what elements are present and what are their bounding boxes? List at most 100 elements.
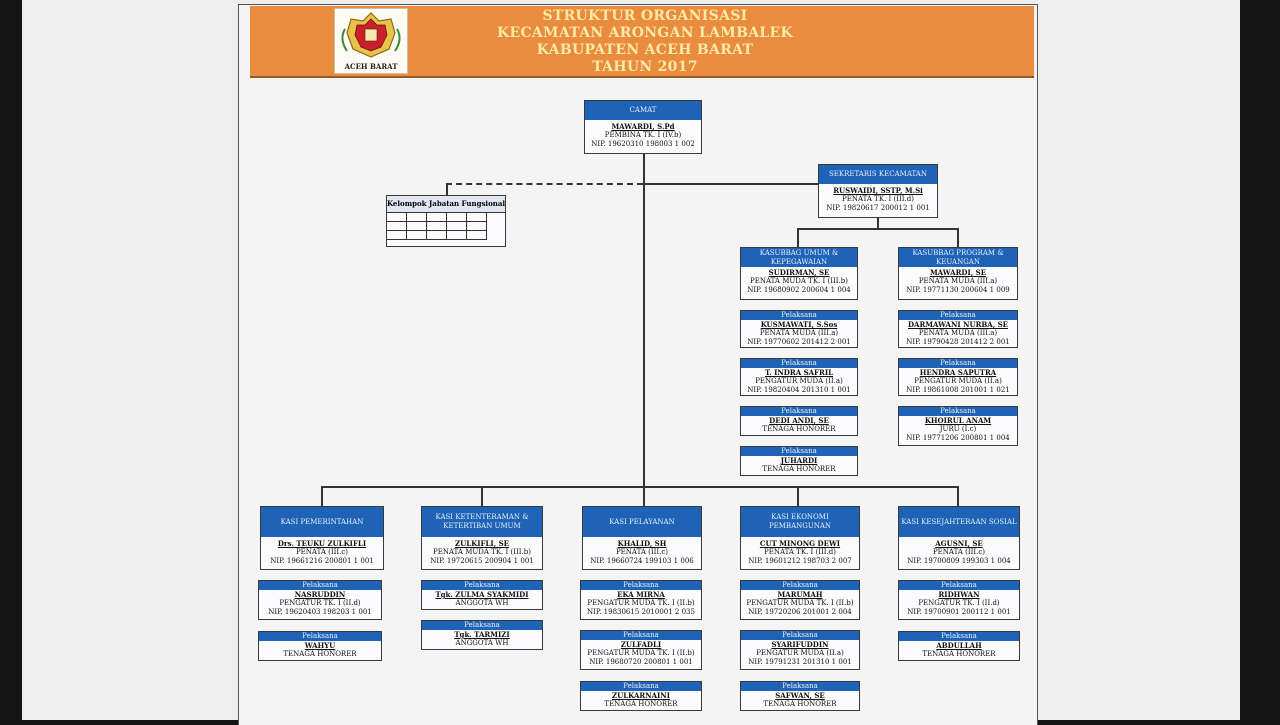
person-name: ABDULLAH (936, 641, 982, 650)
box-title: KASI PEMERINTAHAN (261, 507, 383, 537)
person-rank: TENAGA HONORER (922, 650, 996, 658)
person-rank: PENGATUR MUDA (II.a) (756, 649, 844, 657)
person-name: DEDI ANDI, SE (769, 416, 829, 425)
person-nip: NIP. 19680720 200801 1 001 (589, 658, 693, 666)
person-rank: PENATA MUDA TK. I (III.b) (433, 548, 531, 556)
person-nip: NIP. 19660724 199103 1 006 (590, 557, 694, 565)
box-title: Pelaksana (741, 682, 859, 691)
box-title: KASUBBAG UMUM & KEPEGAWAIAN (741, 248, 857, 267)
title-line-3: KABUPATEN ACEH BARAT (536, 42, 754, 58)
box-title: Pelaksana (581, 631, 701, 640)
connector-sek-down (877, 217, 879, 229)
person-name: DARMAWANI NURBA, SE (907, 320, 1009, 329)
box-staff-kasi1-2: Pelaksana WAHYU TENAGA HONORER (258, 631, 382, 661)
person-rank: TENAGA HONORER (762, 465, 836, 473)
person-nip: NIP. 19830615 2010001 2 035 (587, 608, 695, 616)
box-staff-kasi2-1: Pelaksana Tgk. ZULMA SYAKMIDI ANGGOTA WH (421, 580, 543, 610)
box-staff-prog-2: Pelaksana HENDRA SAPUTRA PENGATUR MUDA (… (898, 358, 1018, 396)
person-rank: PENATA MUDA (III.a) (918, 277, 998, 285)
box-title: Pelaksana (741, 311, 857, 320)
box-title: Pelaksana (741, 407, 857, 416)
person-name: RIDHWAN (938, 590, 980, 599)
person-rank: PENGATUR MUDA TK. I (II.b) (587, 599, 695, 607)
person-nip: NIP. 19771130 200604 1 009 (906, 286, 1010, 294)
person-rank: PENATA (III.c) (295, 548, 349, 556)
box-fungsional: Kelompok Jabatan Fungsional (386, 195, 506, 247)
person-nip: NIP. 19700901 200112 1 001 (907, 608, 1011, 616)
box-kasi-ekonomi: KASI EKONOMI PEMBANGUNAN CUT MINONG DEWI… (740, 506, 860, 570)
aceh-barat-logo: ACEH BARAT (334, 8, 408, 74)
box-title: Pelaksana (741, 447, 857, 456)
connector-main-vertical (643, 153, 645, 487)
person-rank: PEMBINA TK. I (IV.b) (604, 131, 682, 139)
connector-kasi-4 (797, 486, 799, 506)
person-name: JUHARDI (780, 456, 818, 465)
fungsional-grid (387, 213, 505, 247)
person-name: SAFWAN, SE (775, 691, 825, 700)
box-title: KASI EKONOMI PEMBANGUNAN (741, 507, 859, 537)
box-title: KASI KETENTERAMAN & KETERTIBAN UMUM (422, 507, 542, 537)
connector-umum-v (797, 228, 799, 248)
box-title: Pelaksana (899, 581, 1019, 590)
box-title: KASI PELAYANAN (583, 507, 701, 537)
person-name: MARUMAH (777, 590, 823, 599)
person-nip: NIP. 19861008 201001 1 021 (906, 386, 1010, 394)
person-rank: PENATA TK. I (III.d) (842, 195, 914, 203)
box-title: KASI KESEJAHTERAAN SOSIAL (899, 507, 1019, 537)
box-staff-kasi3-2: Pelaksana ZULFADLI PENGATUR MUDA TK. I (… (580, 630, 702, 670)
person-name: NASRUDDIN (294, 590, 346, 599)
person-name: RUSWAIDI, SSTP, M.Si (833, 186, 923, 195)
box-staff-umum-3: Pelaksana DEDI ANDI, SE TENAGA HONORER (740, 406, 858, 436)
person-name: Tgk. ZULMA SYAKMIDI (435, 590, 529, 599)
person-name: SUDIRMAN, SE (768, 268, 830, 277)
person-rank: PENATA MUDA (III.a) (918, 329, 998, 337)
connector-fungsional-h (446, 183, 643, 185)
box-title: Pelaksana (899, 407, 1017, 416)
connector-subbag-h (797, 228, 959, 230)
person-rank: PENGATUR MUDA TK. I (II.b) (587, 649, 695, 657)
box-title: Pelaksana (422, 581, 542, 590)
connector-prog-v (957, 228, 959, 248)
person-rank: PENGATUR TK. I (II.d) (918, 599, 1000, 607)
box-sekretaris: SEKRETARIS KECAMATAN RUSWAIDI, SSTP, M.S… (818, 164, 938, 218)
box-staff-kasi3-1: Pelaksana EKA MIRNA PENGATUR MUDA TK. I … (580, 580, 702, 620)
person-nip: NIP. 19601212 198703 2 007 (748, 557, 852, 565)
person-nip: NIP. 19620310 198003 1 002 (591, 140, 695, 148)
person-rank: PENGATUR MUDA TK. I (II.b) (746, 599, 854, 607)
title-line-2: KECAMATAN ARONGAN LAMBALEK (497, 25, 793, 41)
person-name: CUT MINONG DEWI (759, 539, 841, 548)
box-title: Pelaksana (581, 581, 701, 590)
person-nip: NIP. 19620403 198203 1 001 (268, 608, 372, 616)
person-name: Drs. TEUKU ZULKIFLI (277, 539, 367, 548)
connector-kasi-2 (481, 486, 483, 506)
person-nip: NIP. 19770602 201412 2 001 (747, 338, 851, 346)
person-name: WAHYU (304, 641, 336, 650)
box-staff-kasi3-3: Pelaksana ZULKARNAINI TENAGA HONORER (580, 681, 702, 711)
box-title: Pelaksana (741, 581, 859, 590)
connector-kasi-1 (321, 486, 323, 506)
person-rank: PENATA (III.c) (615, 548, 669, 556)
person-name: T. INDRA SAFRIL (764, 368, 834, 377)
title-line-1: STRUKTUR ORGANISASI (542, 8, 748, 24)
person-name: ZULKARNAINI (612, 691, 670, 700)
person-nip: NIP. 19790428 201412 2 001 (906, 338, 1010, 346)
connector-fungsional-v (446, 183, 448, 195)
box-staff-prog-1: Pelaksana DARMAWANI NURBA, SE PENATA MUD… (898, 310, 1018, 348)
box-title: Pelaksana (581, 682, 701, 691)
box-kasubbag-program: KASUBBAG PROGRAM & KEUANGAN MAWARDI, SE … (898, 247, 1018, 300)
box-title: Pelaksana (899, 359, 1017, 368)
box-title: Pelaksana (259, 632, 381, 641)
person-rank: PENATA MUDA TK. I (III.b) (750, 277, 848, 285)
box-staff-kasi5-1: Pelaksana RIDHWAN PENGATUR TK. I (II.d) … (898, 580, 1020, 620)
box-staff-kasi1-1: Pelaksana NASRUDDIN PENGATUR TK. I (II.d… (258, 580, 382, 620)
box-staff-umum-4: Pelaksana JUHARDI TENAGA HONORER (740, 446, 858, 476)
person-nip: NIP. 19820404 201310 1 001 (747, 386, 851, 394)
person-name: AGUSNI, SE (935, 539, 983, 548)
fungsional-title: Kelompok Jabatan Fungsional (387, 196, 505, 213)
person-name: MAWARDI, SE (929, 268, 987, 277)
title-line-4: TAHUN 2017 (592, 59, 698, 75)
person-nip: NIP. 19791231 201310 1 001 (748, 658, 852, 666)
box-kasi-kesejahteraan: KASI KESEJAHTERAAN SOSIAL AGUSNI, SE PEN… (898, 506, 1020, 570)
person-rank: ANGGOTA WH (455, 599, 509, 607)
person-name: ZULFADLI (620, 640, 662, 649)
